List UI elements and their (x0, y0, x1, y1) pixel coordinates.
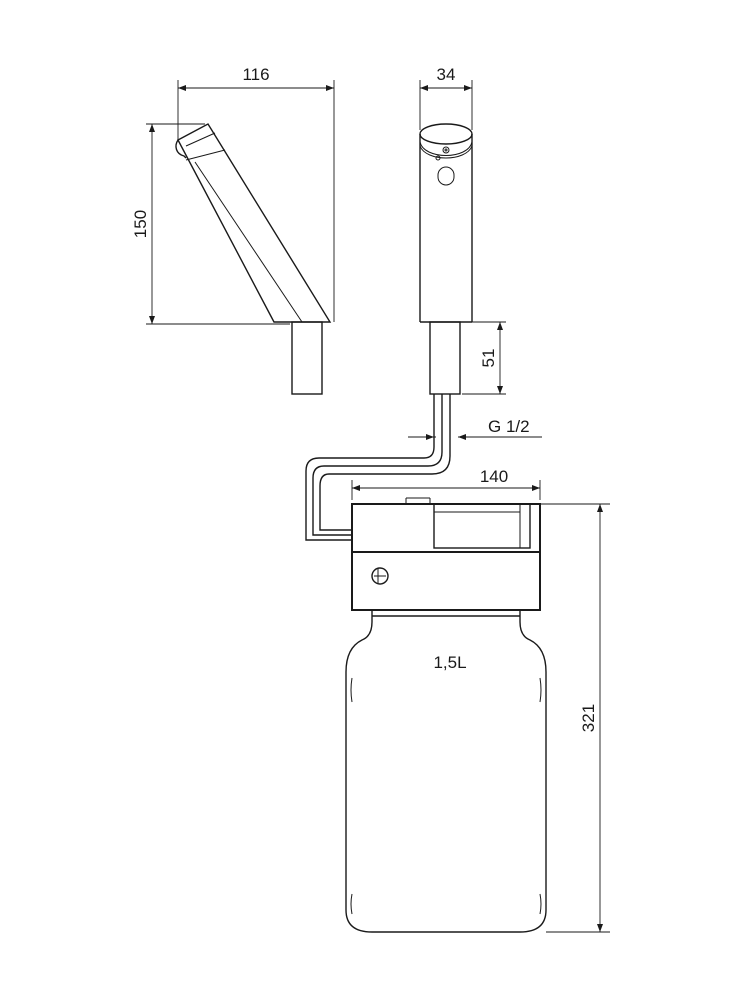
spout-front-view (419, 123, 473, 395)
spout-side-view (175, 123, 332, 395)
control-unit (351, 497, 541, 617)
supply-hoses (305, 394, 451, 541)
dimension-140: 140 (351, 467, 541, 500)
bottle: 1,5L (345, 616, 547, 933)
dimension-51: 51 (462, 321, 506, 395)
thread-label: G 1/2 (488, 417, 530, 436)
dimension-140-label: 140 (480, 467, 508, 486)
dimension-321: 321 (540, 503, 610, 933)
dimension-321-label: 321 (579, 704, 598, 732)
dimension-150: 150 (131, 123, 290, 325)
dimension-116-label: 116 (242, 65, 269, 84)
dimension-150-label: 150 (131, 210, 150, 238)
dimension-34-label: 34 (437, 65, 456, 84)
dimension-116: 116 (177, 65, 335, 322)
dimension-thread: G 1/2 (408, 417, 542, 440)
dimension-51-label: 51 (479, 349, 498, 368)
dimension-34: 34 (419, 65, 473, 130)
bottle-capacity-label: 1,5L (433, 653, 466, 672)
